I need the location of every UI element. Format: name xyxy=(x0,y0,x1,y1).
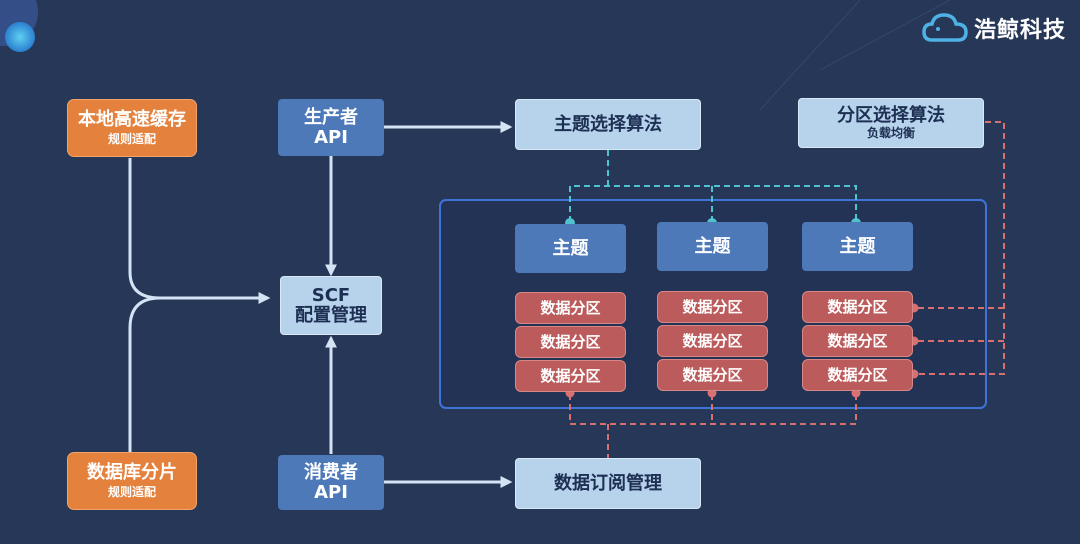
topic-algo-connector xyxy=(569,150,857,222)
decor xyxy=(0,0,951,111)
scf-config-label: 配置管理 xyxy=(295,304,367,326)
scf-config-box: SCF 配置管理 xyxy=(280,276,382,335)
partition-algo-title: 分区选择算法 xyxy=(837,104,945,126)
cache-shard-connector xyxy=(128,158,271,452)
cloud-whale-icon xyxy=(922,13,968,42)
scf-label: SCF xyxy=(311,284,351,306)
partition-box: 数据分区 xyxy=(802,359,913,391)
topic-algo-box: 主题选择算法 xyxy=(515,99,701,150)
partition-algo-subtitle: 负载均衡 xyxy=(866,126,915,141)
partition-box: 数据分区 xyxy=(515,292,626,324)
partition-box: 数据分区 xyxy=(657,359,768,391)
topic-algo-title: 主题选择算法 xyxy=(554,113,662,135)
db-shard-subtitle: 规则适配 xyxy=(107,485,156,500)
db-shard-box: 数据库分片 规则适配 xyxy=(67,452,197,510)
topic-box: 主题 xyxy=(515,224,626,273)
local-cache-subtitle: 规则适配 xyxy=(107,132,156,147)
partition-box: 数据分区 xyxy=(657,325,768,357)
local-cache-title: 本地高速缓存 xyxy=(78,108,186,130)
partition-box: 数据分区 xyxy=(515,326,626,358)
producer-api-box: 生产者 API xyxy=(278,99,384,156)
brand-logo: 浩鲸科技 xyxy=(922,12,1066,44)
local-cache-box: 本地高速缓存 规则适配 xyxy=(67,99,197,157)
producer-api-label: API xyxy=(314,126,348,148)
partition-box: 数据分区 xyxy=(802,325,913,357)
subscription-connector xyxy=(569,394,857,458)
db-shard-title: 数据库分片 xyxy=(87,461,177,483)
topic-box: 主题 xyxy=(802,222,913,271)
subscription-box: 数据订阅管理 xyxy=(515,458,701,509)
subscription-title: 数据订阅管理 xyxy=(554,472,662,494)
partition-algo-box: 分区选择算法 负载均衡 xyxy=(798,98,984,148)
partition-box: 数据分区 xyxy=(657,291,768,323)
partition-box: 数据分区 xyxy=(802,291,913,323)
partition-algo-connector xyxy=(915,121,1005,375)
consumer-label: 消费者 xyxy=(304,461,358,483)
topic-box: 主题 xyxy=(657,222,768,271)
brand-name: 浩鲸科技 xyxy=(973,18,1066,43)
partition-box: 数据分区 xyxy=(515,360,626,392)
consumer-api-label: API xyxy=(314,481,348,503)
consumer-api-box: 消费者 API xyxy=(278,455,384,510)
producer-label: 生产者 xyxy=(304,106,358,128)
